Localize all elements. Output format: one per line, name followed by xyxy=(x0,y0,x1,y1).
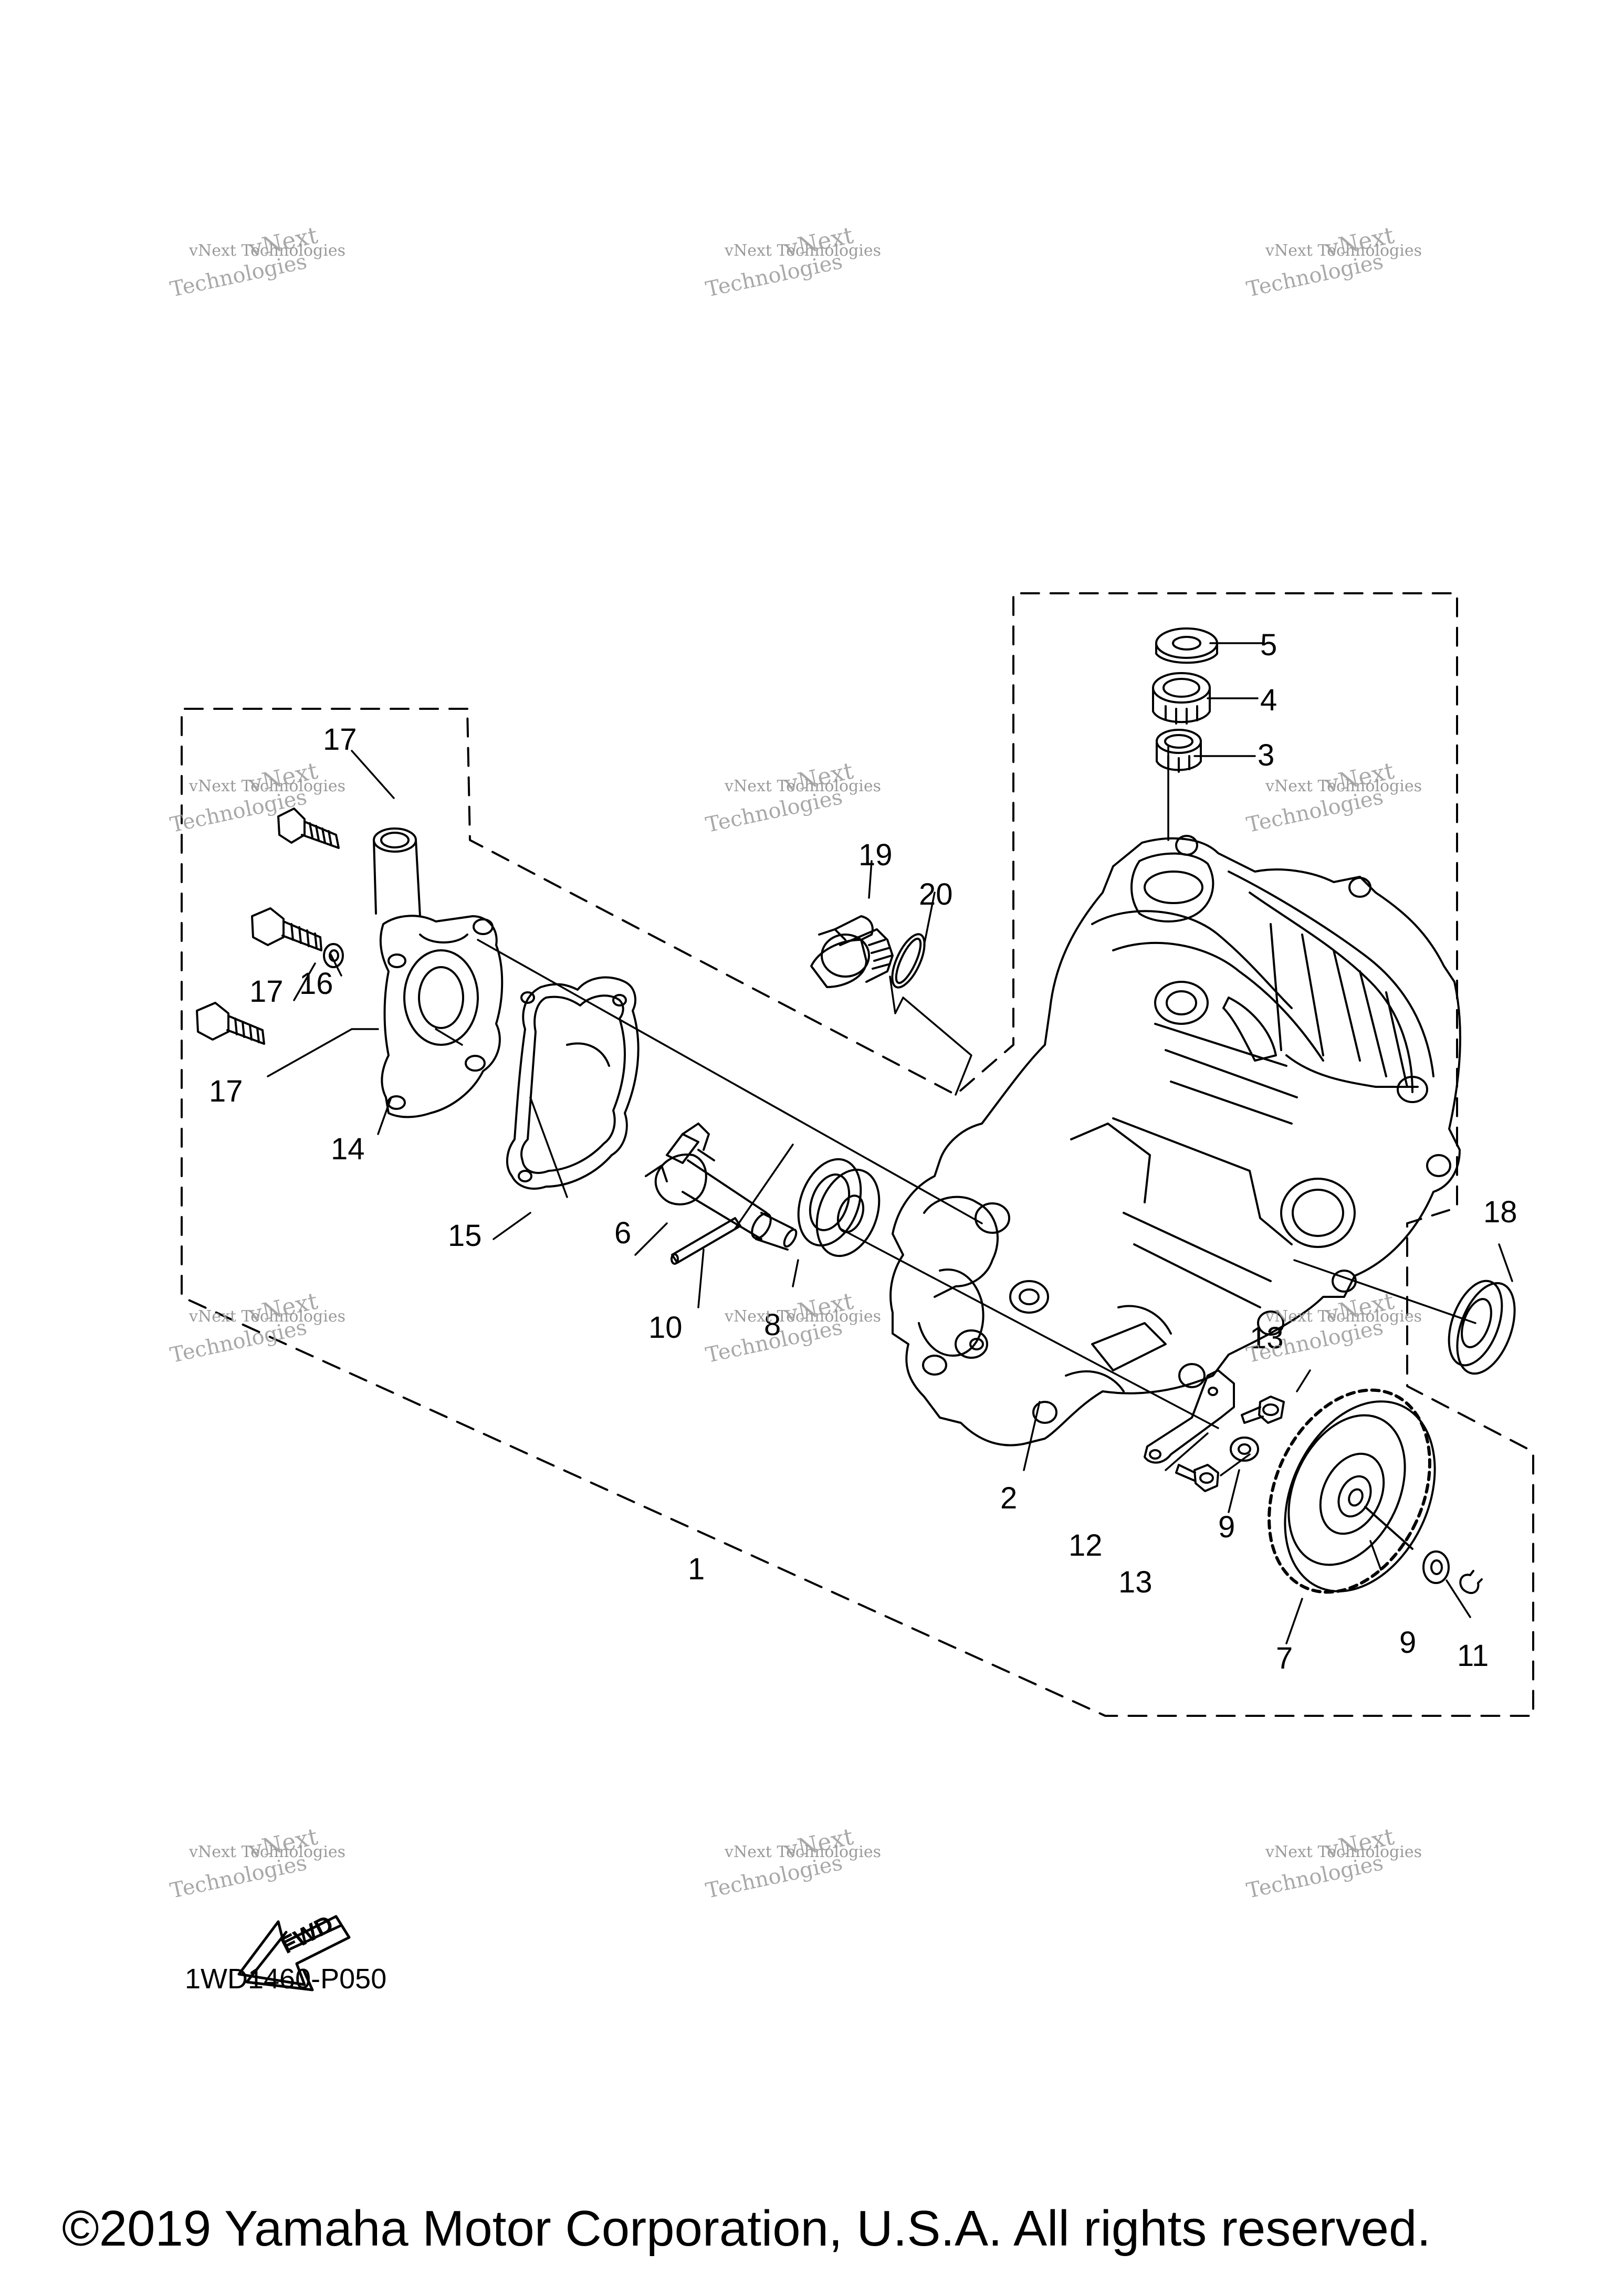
callout-17: 17 xyxy=(249,974,284,1009)
washer-icon xyxy=(323,943,344,968)
plug-icon xyxy=(810,915,894,988)
fwd-label: FWD xyxy=(276,1910,338,1959)
copyright-notice: ©2019 Yamaha Motor Corporation, U.S.A. A… xyxy=(62,2200,1431,2257)
gasket-icon xyxy=(506,976,640,1190)
callout-12: 12 xyxy=(1069,1528,1103,1563)
bolt-icon xyxy=(1241,1396,1285,1424)
callout-11: 11 xyxy=(1457,1639,1489,1673)
callout-15: 15 xyxy=(448,1219,482,1253)
impeller-shaft-icon xyxy=(645,1123,798,1251)
gear-icon xyxy=(1268,1388,1436,1594)
bearing-icon xyxy=(797,1158,881,1257)
diagram-code: 1WD1460-P050 xyxy=(185,1963,387,1995)
callout-13: 13 xyxy=(1118,1565,1153,1599)
callout-4: 4 xyxy=(1260,683,1277,717)
callout-18: 18 xyxy=(1483,1195,1517,1229)
crankcase-cover-icon xyxy=(889,835,1461,1446)
callout-8: 8 xyxy=(764,1308,781,1342)
circlip-icon xyxy=(1459,1570,1483,1594)
oil-seal-icon xyxy=(1448,1280,1516,1375)
callout-1: 1 xyxy=(688,1552,705,1586)
bolt-icon xyxy=(1175,1464,1219,1492)
callout-13: 13 xyxy=(1250,1321,1284,1355)
callout-10: 10 xyxy=(648,1310,683,1345)
bolt-icon xyxy=(277,808,340,849)
bolt-icon xyxy=(196,1002,265,1045)
pin-icon xyxy=(671,1217,741,1265)
callout-9: 9 xyxy=(1218,1510,1235,1544)
leader-lines xyxy=(267,642,1513,1644)
callout-7: 7 xyxy=(1276,1641,1293,1675)
fwd-arrow-icon xyxy=(237,1915,351,1991)
callout-19: 19 xyxy=(858,838,893,872)
callout-5: 5 xyxy=(1260,628,1277,662)
bearing-icon xyxy=(1152,672,1211,725)
needle-bearing-icon xyxy=(1156,729,1202,773)
callout-14: 14 xyxy=(331,1132,365,1166)
callout-17: 17 xyxy=(209,1074,243,1108)
callout-6: 6 xyxy=(614,1216,632,1250)
callout-17: 17 xyxy=(323,722,357,757)
oil-seal-icon xyxy=(1155,627,1218,664)
callout-2: 2 xyxy=(1000,1481,1018,1515)
o-ring-icon xyxy=(891,933,926,989)
group-outline-left xyxy=(181,592,1534,1717)
callout-16: 16 xyxy=(299,967,333,1001)
callout-3: 3 xyxy=(1258,738,1275,772)
bolt-icon xyxy=(251,907,322,951)
washer-icon xyxy=(1230,1437,1259,1462)
washer-icon xyxy=(1422,1550,1450,1584)
water-pump-housing-icon xyxy=(373,827,504,1118)
callout-9: 9 xyxy=(1399,1626,1417,1660)
bracket-icon xyxy=(1144,1369,1235,1464)
callout-20: 20 xyxy=(919,877,953,911)
